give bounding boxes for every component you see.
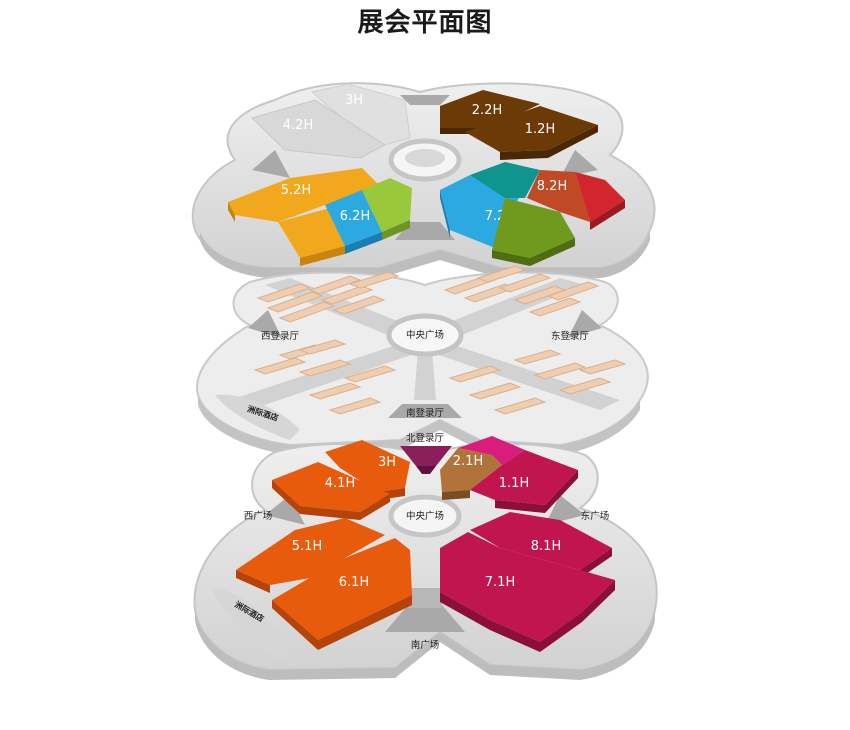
upper-floor-rim [200,232,650,278]
hall-4-1h[interactable]: 4.1H [272,462,390,520]
lower-floor-rim [195,610,655,680]
west-lobby-label: 西登录厅 [261,331,300,342]
east-plaza[interactable]: 东广场 [545,495,609,525]
upper-east-arrow [560,150,598,178]
hall-3h-lower[interactable]: 3H [325,440,410,500]
hall-8-2h-label: 8.2H [537,179,567,194]
hall-5-1h-label: 5.1H [292,539,322,554]
lower-central-plaza-label: 中央广场 [406,510,444,522]
south-plaza[interactable]: 南广场 [385,588,465,651]
booths-southwest [253,339,397,415]
hall-8-1h[interactable]: 8.1H [470,512,612,578]
hall-7-1h[interactable]: 7.1H [440,532,615,652]
hall-5-1h[interactable]: 5.1H [236,518,385,593]
east-lobby-label: 东登录厅 [551,330,590,342]
upper-floor: 3H 4.2H 2.2H 1.2H 5.2H 6.2H [191,82,656,278]
east-plaza-label: 东广场 [581,510,610,522]
east-lobby[interactable]: 东登录厅 [551,310,602,342]
north-lobby-label: 北登录厅 [406,433,445,444]
booths-northeast [443,265,600,317]
hall-4-2h-label: 4.2H [283,118,313,133]
south-lobby-label: 南登录厅 [406,407,445,419]
hall-1-1h[interactable]: 1.1H [470,450,578,513]
hall-5-2h[interactable]: 5.2H [228,168,382,266]
hall-3h-upper[interactable]: 3H [310,83,411,147]
booths-northwest [256,271,400,323]
west-lobby[interactable]: 西登录厅 [248,310,299,342]
middle-walkway-sw [230,342,420,410]
hall-2-1h[interactable]: 2.1H [440,448,502,500]
middle-central-plaza-label: 中央广场 [406,329,444,341]
hall-7-2h-green-section [492,198,575,266]
west-plaza[interactable]: 西广场 [244,495,305,525]
hall-6-1h[interactable]: 6.1H [272,538,412,650]
hall-8-2h[interactable]: 8.2H [527,170,625,230]
hall-6-2h-label: 6.2H [340,209,370,224]
hall-5-2h-label: 5.2H [281,183,311,198]
hall-3h-upper-label: 3H [345,93,363,108]
hall-2-1h-label: 2.1H [453,454,483,469]
hall-3h-lower-label: 3H [378,455,396,470]
hall-2-1h-pink-section [458,436,525,465]
lower-floor: 中央广场 北登录厅 西广场 东广场 南广场 洲际酒店 3H [193,433,658,680]
hall-2-2h-label: 2.2H [472,103,502,118]
hall-8-2h-teal-section [470,162,540,198]
hall-7-1h-label: 7.1H [485,575,515,590]
hall-4-2h[interactable]: 4.2H [251,99,386,159]
middle-ring [386,313,464,357]
south-plaza-label: 南广场 [411,639,440,651]
hall-4-1h-label: 4.1H [325,476,355,491]
north-lobby[interactable]: 北登录厅 [400,433,452,474]
hall-1-2h-label: 1.2H [525,122,555,137]
hall-1-2h[interactable]: 1.2H [465,106,598,160]
upper-ring-hole [405,149,445,167]
upper-north-arrow [400,95,450,105]
hall-1-1h-label: 1.1H [499,476,529,491]
hall-6-2h-lime-section [362,178,412,240]
hall-6-1h-label: 6.1H [339,575,369,590]
upper-west-arrow [252,150,290,178]
lower-ring [388,494,462,538]
middle-floor: 中央广场 [196,265,649,455]
hall-6-2h[interactable]: 6.2H [325,190,382,254]
booths-southeast [448,349,627,415]
south-lobby[interactable]: 南登录厅 [388,404,462,419]
west-plaza-label: 西广场 [244,510,273,522]
hall-8-1h-label: 8.1H [531,539,561,554]
page-title: 展会平面图 [357,8,493,38]
middle-walkway-s [414,350,436,400]
